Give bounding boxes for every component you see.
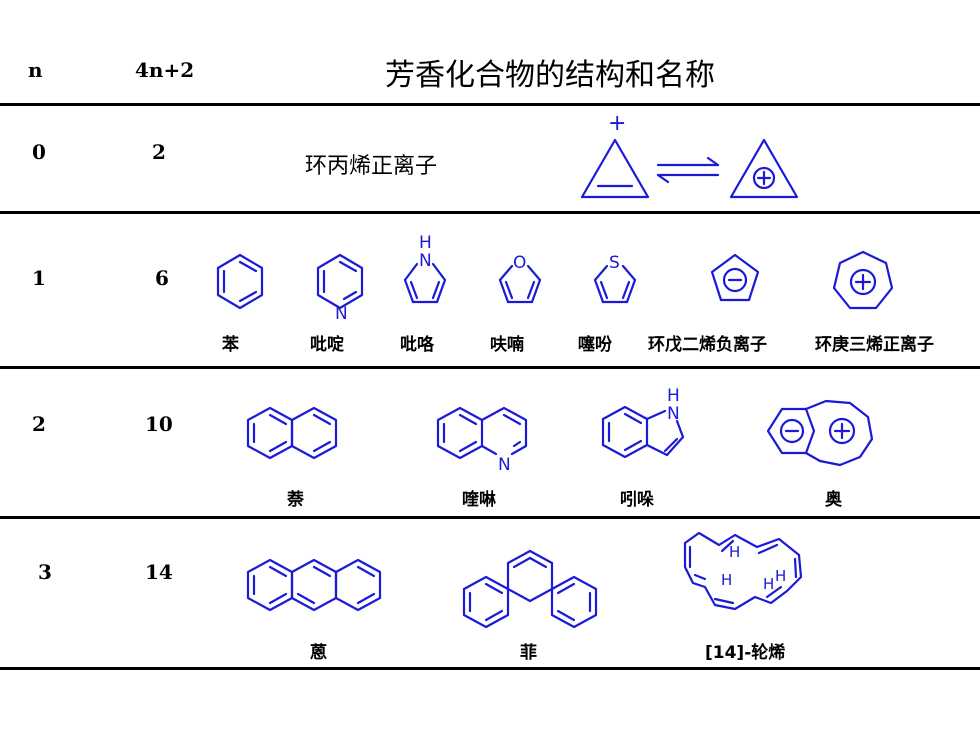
furan-label: 呋喃	[490, 335, 524, 355]
cyclopentadienyl-anion-label: 环戊二烯负离子	[648, 335, 767, 355]
indole-label: 吲哚	[620, 490, 654, 510]
divider-3	[0, 366, 980, 369]
quinoline-structure: N	[436, 406, 528, 475]
row3-e: 14	[145, 560, 173, 584]
row1-e: 6	[155, 266, 169, 290]
thiophene-structure: S	[593, 253, 637, 304]
quinoline-label: 喹啉	[462, 490, 496, 510]
plus-circle-icon	[752, 166, 776, 190]
indole-h-atom: H	[667, 386, 680, 406]
triangle-left	[580, 138, 650, 199]
furan-structure: O	[498, 253, 542, 304]
minus-circle-icon	[722, 267, 748, 293]
annulene-h-atom-3: H	[763, 575, 774, 593]
divider-1	[0, 103, 980, 106]
divider-5	[0, 667, 980, 670]
pyrrole-structure: H N	[403, 233, 447, 304]
phenanthrene-structure	[462, 549, 598, 629]
annulene-14-structure: H H H H	[683, 531, 803, 611]
naphthalene-structure	[246, 406, 338, 460]
annulene-h-atom-1: H	[729, 543, 740, 561]
anthracene-structure	[246, 558, 382, 612]
pyridine-label: 吡啶	[310, 335, 344, 355]
tropylium-cation-label: 环庚三烯正离子	[815, 335, 934, 355]
naphthalene-label: 萘	[287, 490, 304, 510]
row1-n: 1	[32, 266, 46, 290]
thiophene-label: 噻吩	[578, 335, 612, 355]
row2-n: 2	[32, 412, 46, 436]
header-n: n	[28, 58, 43, 82]
annulene-14-label: [14]-轮烯	[705, 643, 786, 663]
pyridine-n-atom: N	[335, 304, 348, 324]
quinoline-n-atom: N	[498, 455, 511, 475]
row0-n: 0	[32, 140, 46, 164]
header-4n2: 4n+2	[135, 58, 195, 82]
cyclopropenyl-equilibrium-structure: +	[580, 111, 799, 199]
equilibrium-arrowhead-top	[706, 156, 720, 167]
divider-4	[0, 516, 980, 519]
indole-n-atom: N	[667, 404, 680, 424]
plus-sign: +	[608, 111, 626, 136]
benzene-structure	[216, 253, 264, 310]
pyrrole-label: 吡咯	[400, 335, 434, 355]
equilibrium-arrowhead-bottom	[656, 173, 670, 184]
pyridine-structure: N	[316, 253, 364, 324]
pyrrole-h-atom: H	[419, 233, 432, 253]
thiophene-s-atom: S	[609, 253, 620, 273]
cyclopentadienyl-anion-structure	[710, 253, 760, 302]
anthracene-label: 蒽	[310, 643, 327, 663]
annulene-h-atom-2: H	[721, 571, 732, 589]
row0-e: 2	[152, 140, 166, 164]
row3-n: 3	[38, 560, 52, 584]
minus-circle-icon	[779, 418, 805, 444]
benzene-label: 苯	[222, 335, 239, 355]
row2-e: 10	[145, 412, 173, 436]
cyclopropenyl-cation-label: 环丙烯正离子	[305, 154, 438, 179]
triangle-right	[729, 138, 799, 199]
indole-structure: H N	[601, 386, 685, 459]
pyrrole-n-atom: N	[419, 251, 432, 271]
plus-circle-icon	[828, 417, 856, 445]
annulene-h-atom-4: H	[775, 567, 786, 585]
tropylium-cation-structure	[832, 250, 894, 310]
azulene-structure	[766, 399, 874, 467]
plus-circle-icon	[849, 268, 877, 296]
phenanthrene-label: 菲	[520, 643, 537, 663]
divider-2	[0, 211, 980, 214]
furan-o-atom: O	[513, 253, 526, 273]
page-title: 芳香化合物的结构和名称	[385, 58, 715, 93]
azulene-label: 奥	[825, 490, 842, 510]
